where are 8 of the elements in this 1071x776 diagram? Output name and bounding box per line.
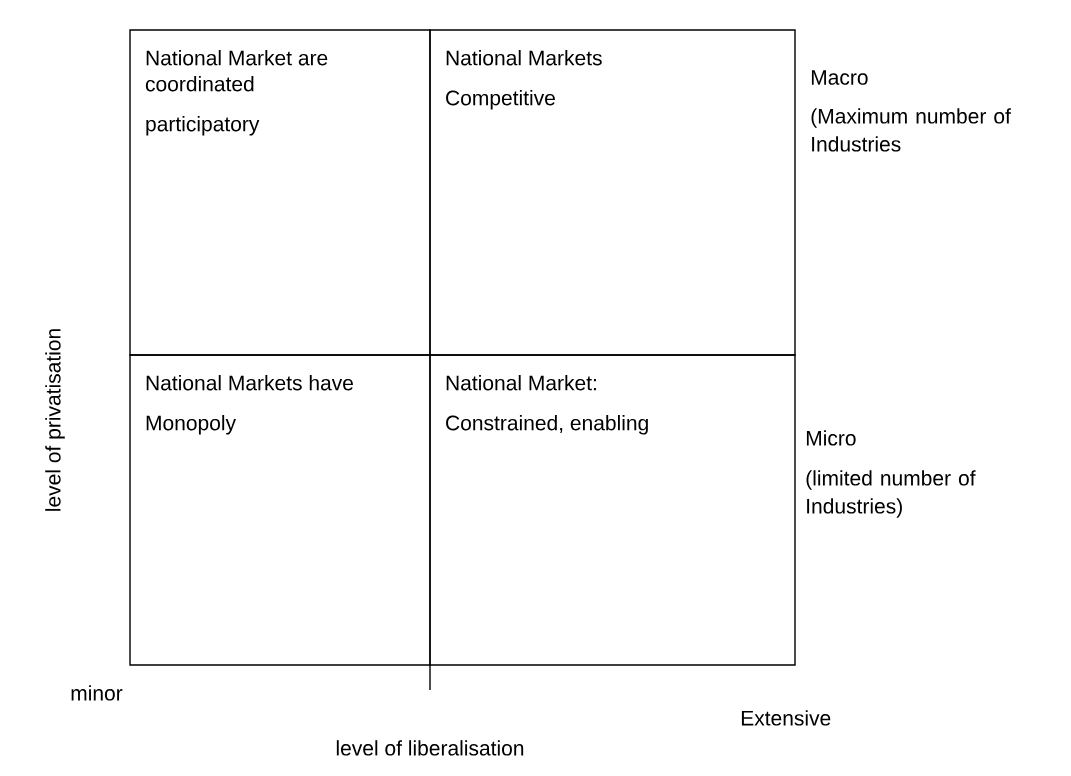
axis-title: level of privatisation [45,329,65,511]
quadrant-box: National Market are coordinated participatory [129,29,431,356]
axis-end-label: Extensive [741,710,831,726]
quadrant-box: National Market: Constrained, enabling [429,354,796,666]
quadrant-box: National Markets have Monopoly [129,354,431,666]
axis-end-label: minor [71,685,123,701]
axis-title: level of liberalisation [336,740,524,756]
quadrant-box: National Markets Competitive [429,29,796,356]
